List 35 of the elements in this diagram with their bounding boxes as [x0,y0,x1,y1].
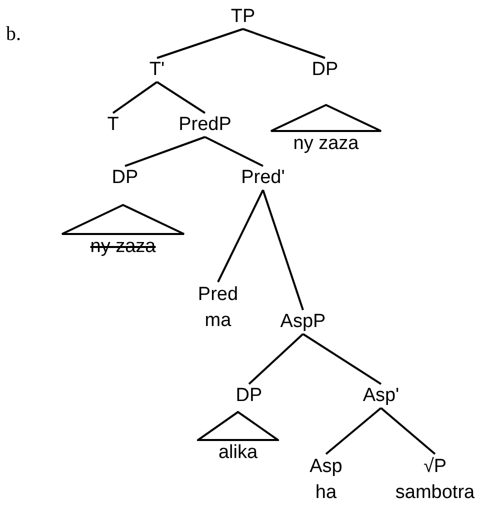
node-label: alika [218,441,258,465]
triangle-shape [270,104,382,132]
triangle-shape [61,204,185,235]
tree-branch [242,28,326,59]
tree-branch [112,81,158,114]
node-label: Asp [310,455,342,479]
node-label: Pred' [241,166,285,190]
tree-branch [124,136,206,167]
node-label: Asp' [362,384,400,408]
triangle-shape [197,411,279,441]
word-label: sambotra [395,481,475,505]
node-label: Pred [198,283,238,307]
tree-branch [156,28,244,59]
node-label: DP [312,58,338,82]
word-label: ma [204,309,232,333]
tree-branch [217,190,264,282]
tree-branch [380,407,436,455]
tree-branch [302,333,382,385]
node-label: ny zaza [90,235,156,259]
node-label: ny zaza [293,132,359,156]
tree-branch [156,81,206,114]
node-label: PredP [178,113,232,137]
node-label: DP [112,166,138,190]
tree-branch [325,407,382,455]
tree-branch [248,333,304,385]
tree-branch [204,136,264,167]
node-label: T' [149,58,165,82]
example-label: b. [6,24,21,44]
node-label: DP [236,384,262,408]
node-label: √P [423,455,447,479]
word-label: ha [315,481,337,505]
node-label: TP [230,5,256,29]
tree-branch [262,190,304,310]
node-label: T [107,113,119,137]
node-label: AspP [280,310,326,334]
